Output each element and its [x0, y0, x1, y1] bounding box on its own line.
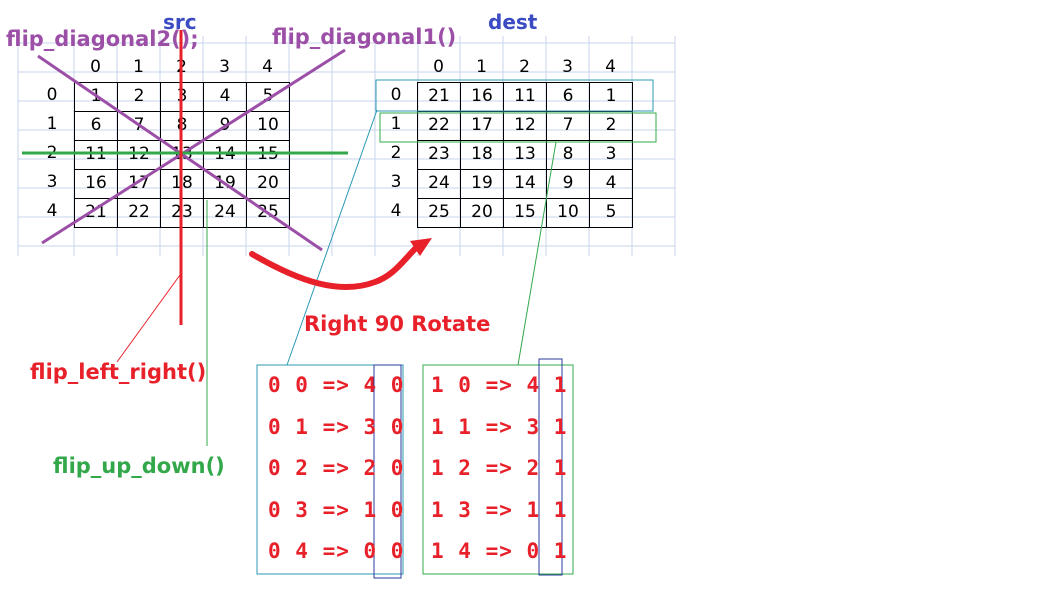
mapping-line: 0 4 => 0 0 — [268, 539, 405, 563]
flip-diagonal2-label: flip_diagonal2(); — [6, 27, 199, 51]
mapping-line: 1 4 => 0 1 — [431, 539, 568, 563]
src-cell: 14 — [203, 140, 247, 170]
src-col-header: 4 — [262, 57, 273, 77]
dest-cell: 13 — [503, 140, 547, 170]
src-col-header: 0 — [90, 57, 101, 77]
src-cell: 11 — [74, 140, 118, 170]
dest-col-header: 1 — [476, 57, 487, 77]
src-cell: 18 — [160, 169, 204, 199]
dest-cell: 19 — [460, 169, 504, 199]
src-cell: 7 — [117, 111, 161, 141]
src-cell: 21 — [74, 198, 118, 228]
dest-row-header: 3 — [390, 172, 402, 192]
dest-cell: 18 — [460, 140, 504, 170]
src-cell: 8 — [160, 111, 204, 141]
dest-row-header: 1 — [390, 114, 402, 134]
dest-cell: 6 — [546, 82, 590, 112]
dest-row-header: 0 — [390, 85, 402, 105]
dest-cell: 11 — [503, 82, 547, 112]
src-col-header: 1 — [133, 57, 144, 77]
src-cell: 13 — [160, 140, 204, 170]
mapping-line: 0 0 => 4 0 — [268, 373, 405, 397]
src-cell: 2 — [117, 82, 161, 112]
dest-cell: 24 — [417, 169, 461, 199]
src-cell: 3 — [160, 82, 204, 112]
dest-cell: 2 — [589, 111, 633, 141]
src-col-header: 3 — [219, 57, 230, 77]
mapping-line: 1 0 => 4 1 — [431, 373, 568, 397]
dest-col-header: 2 — [519, 57, 530, 77]
dest-cell: 8 — [546, 140, 590, 170]
src-cell: 10 — [246, 111, 290, 141]
dest-row-header: 4 — [390, 201, 402, 221]
src-row-header: 4 — [46, 201, 58, 221]
rotate-label: Right 90 Rotate — [304, 312, 491, 336]
dest-col-header: 3 — [562, 57, 573, 77]
src-cell: 20 — [246, 169, 290, 199]
flip-left-right-label: flip_left_right() — [30, 360, 207, 384]
src-cell: 24 — [203, 198, 247, 228]
src-cell: 22 — [117, 198, 161, 228]
dest-cell: 1 — [589, 82, 633, 112]
mapping-line: 0 3 => 1 0 — [268, 497, 405, 522]
src-row-header: 3 — [46, 172, 58, 192]
dest-title: dest — [488, 10, 538, 34]
dest-cell: 4 — [589, 169, 633, 199]
dest-cell: 25 — [417, 198, 461, 228]
mapping-line: 0 2 => 2 0 — [268, 456, 405, 480]
src-cell: 15 — [246, 140, 290, 170]
src-cell: 5 — [246, 82, 290, 112]
dest-cell: 22 — [417, 111, 461, 141]
dest-cell: 9 — [546, 169, 590, 199]
src-row-header: 0 — [46, 85, 58, 105]
src-cell: 12 — [117, 140, 161, 170]
dest-cell: 20 — [460, 198, 504, 228]
src-cell: 19 — [203, 169, 247, 199]
mapping-line: 1 3 => 1 1 — [431, 497, 568, 522]
src-cell: 17 — [117, 169, 161, 199]
dest-cell: 10 — [546, 198, 590, 228]
dest-cell: 16 — [460, 82, 504, 112]
dest-cell: 7 — [546, 111, 590, 141]
dest-cell: 12 — [503, 111, 547, 141]
mapping-line: 1 2 => 2 1 — [431, 456, 568, 480]
mapping-line: 0 1 => 3 0 — [268, 414, 405, 439]
dest-cell: 21 — [417, 82, 461, 112]
src-row-header: 1 — [46, 114, 58, 134]
src-cell: 16 — [74, 169, 118, 199]
dest-row-header: 2 — [390, 143, 402, 163]
flip-diagonal1-label: flip_diagonal1() — [272, 25, 457, 49]
src-cell: 6 — [74, 111, 118, 141]
dest-cell: 3 — [589, 140, 633, 170]
src-cell: 1 — [74, 82, 118, 112]
dest-cell: 17 — [460, 111, 504, 141]
dest-cell: 5 — [589, 198, 633, 228]
src-cell: 9 — [203, 111, 247, 141]
dest-col-header: 4 — [605, 57, 616, 77]
mapping-line: 1 1 => 3 1 — [431, 414, 568, 439]
src-col-header: 2 — [176, 57, 187, 77]
src-cell: 4 — [203, 82, 247, 112]
src-cell: 25 — [246, 198, 290, 228]
dest-col-header: 0 — [433, 57, 444, 77]
dest-cell: 15 — [503, 198, 547, 228]
src-cell: 23 — [160, 198, 204, 228]
src-row-header: 2 — [46, 143, 58, 163]
dest-cell: 23 — [417, 140, 461, 170]
dest-cell: 14 — [503, 169, 547, 199]
flip-up-down-label: flip_up_down() — [53, 454, 225, 478]
